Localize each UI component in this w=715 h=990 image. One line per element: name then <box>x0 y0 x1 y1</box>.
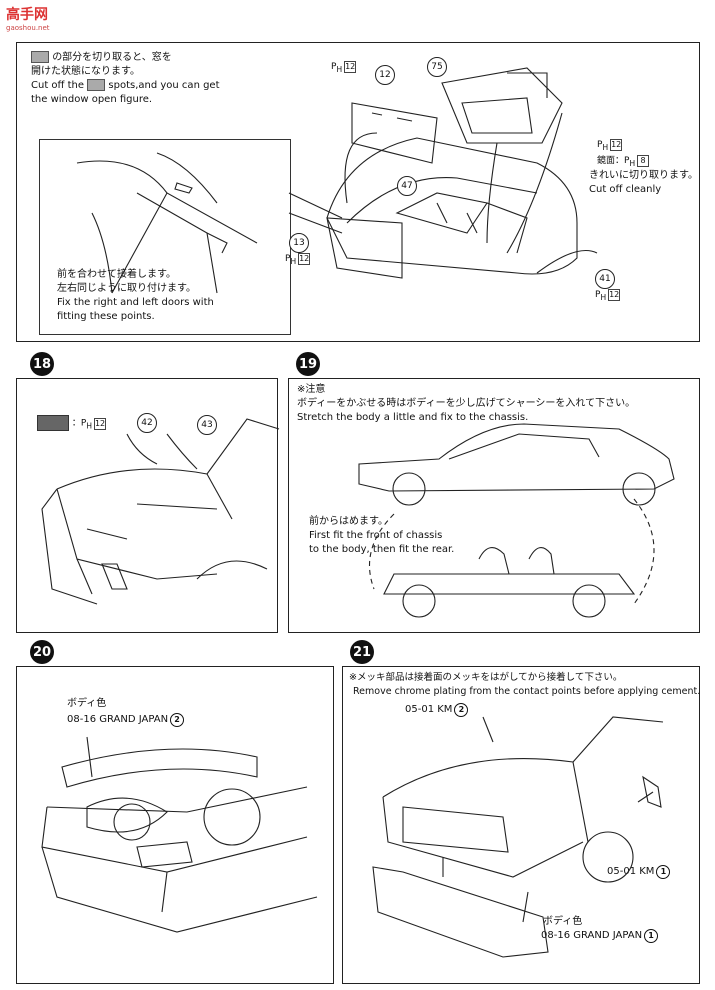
step-18-number: 18 <box>30 352 54 376</box>
part-13-label: 13 <box>289 233 309 253</box>
color-swatch-dark <box>37 415 69 431</box>
detail-inset-drawing <box>76 152 343 294</box>
step20-color-jp: ボディ色 <box>67 698 107 709</box>
cut-color-swatch <box>31 51 49 63</box>
part-12-label: 12 <box>375 65 395 85</box>
part-75-label: 75 <box>427 57 447 77</box>
step-19-number: 19 <box>296 352 320 376</box>
body-interior-drawing <box>326 67 598 279</box>
fix-text-en-1: Fix the right and left doors with <box>57 297 214 308</box>
step19-front-en-1: First fit the front of chassis <box>309 530 443 541</box>
cut-text-jp-1: の部分を切り取ると、窓を <box>31 51 172 65</box>
step19-front-en-2: to the body, then fit the rear. <box>309 544 455 555</box>
front-hood-drawing <box>41 418 280 605</box>
step19-note-jp: ボディーをかぶせる時はボディーを少し広げてシャーシーを入れて下さい。 <box>297 398 636 409</box>
cut-text-en-2: the window open figure. <box>31 94 153 105</box>
cut-text-en-1: Cut off the spots,and you can get <box>31 79 220 91</box>
step21-color-jp: ボディ色 <box>543 916 583 927</box>
step21-note-jp: ※メッキ部品は接着面のメッキをはがしてから接着して下さい。 <box>349 672 623 683</box>
step21-note-en: Remove chrome plating from the contact p… <box>353 686 701 697</box>
step19-note-mark: ※注意 <box>297 384 326 395</box>
fix-text-jp-1: 前を合わせて接着します。 <box>57 269 176 280</box>
cut-swatch-inline <box>87 79 106 91</box>
step-20-number: 20 <box>30 640 54 664</box>
part-47-label: 47 <box>397 176 417 196</box>
cut-text-jp-2: 開けた状態になります。 <box>31 66 140 77</box>
clean-text-jp: きれいに切り取ります。 <box>589 170 698 181</box>
step-17-panel: の部分を切り取ると、窓を 開けた状態になります。 Cut off the spo… <box>16 42 700 342</box>
step19-note-en: Stretch the body a little and fix to the… <box>297 412 529 423</box>
body-chassis-drawing <box>358 423 675 618</box>
rear-spoiler-drawing <box>41 736 318 933</box>
part-43-label: 43 <box>197 415 217 435</box>
step-21-number: 21 <box>350 640 374 664</box>
step-21-panel: ※メッキ部品は接着面のメッキをはがしてから接着して下さい。 Remove chr… <box>342 666 700 984</box>
clean-text-en: Cut off cleanly <box>589 184 662 195</box>
part-42-label: 42 <box>137 413 157 433</box>
fix-text-en-2: fitting these points. <box>57 311 155 322</box>
step-19-panel: ※注意 ボディーをかぶせる時はボディーを少し広げてシャーシーを入れて下さい。 S… <box>288 378 700 633</box>
part-41-label: 41 <box>595 269 615 289</box>
fix-text-jp-2: 左右同じように取り付けます。 <box>57 283 196 294</box>
step19-front-jp: 前からはめます。 <box>309 516 388 527</box>
front-bumper-drawing <box>372 716 664 958</box>
